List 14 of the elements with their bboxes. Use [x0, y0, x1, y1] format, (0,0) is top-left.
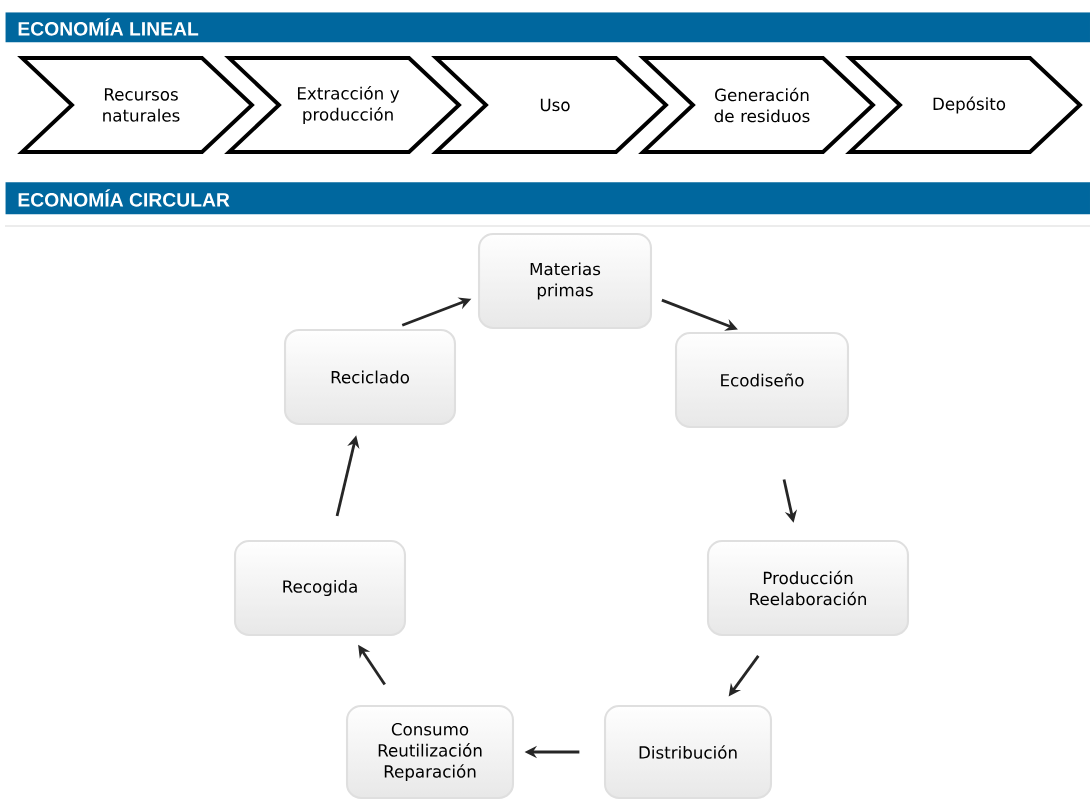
- section-header: ECONOMÍA LINEAL: [5, 12, 1090, 43]
- rounded-box: Consumo Reutilización Reparación: [345, 704, 515, 800]
- chevron-step: Uso: [431, 56, 669, 154]
- rounded-box: Producción Reelaboración: [706, 539, 910, 637]
- chevron-step: Generación de residuos: [638, 56, 876, 154]
- chevron-step: Extracción y producción: [224, 56, 462, 154]
- rounded-box: Materias primas: [477, 232, 653, 330]
- section-header: ECONOMÍA CIRCULAR: [5, 182, 1090, 215]
- rounded-box: Ecodiseño: [674, 331, 850, 429]
- chevron-step: Depósito: [845, 56, 1083, 154]
- rounded-box: Distribución: [603, 704, 773, 800]
- rounded-box: Reciclado: [283, 328, 457, 426]
- rounded-box: Recogida: [233, 539, 407, 637]
- chevron-step: Recursos naturales: [17, 56, 255, 154]
